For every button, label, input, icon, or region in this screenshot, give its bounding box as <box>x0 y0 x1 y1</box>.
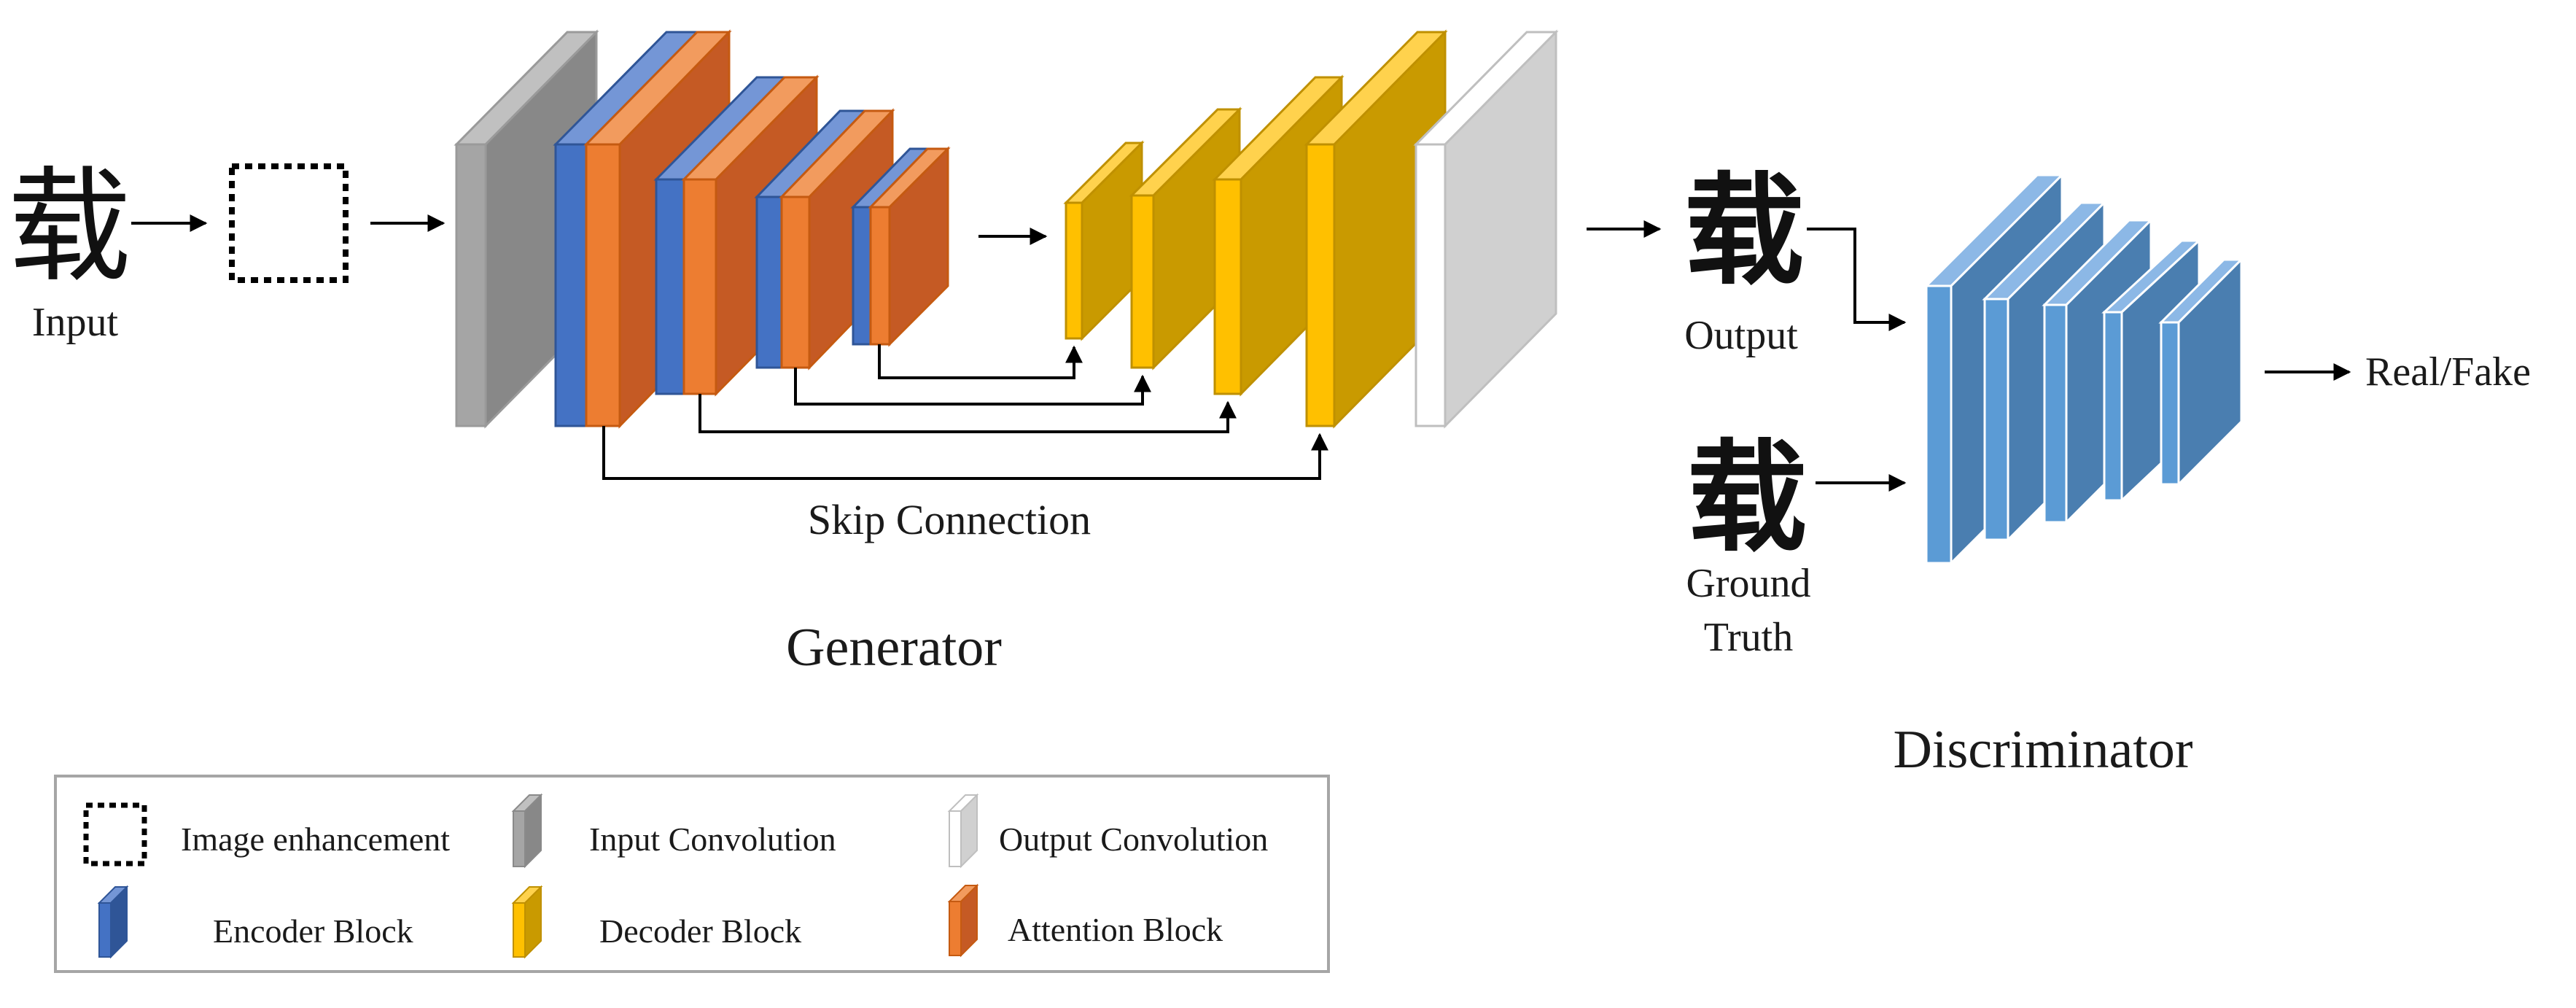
attention-block-4 <box>868 146 951 347</box>
legend-input-convolution-icon <box>511 793 543 869</box>
ground-truth-character: 载 <box>1687 427 1808 568</box>
legend-decoder-block-label: Decoder Block <box>599 912 801 950</box>
generator: Skip Connection Generator <box>454 29 1559 678</box>
input-character: 载 <box>7 155 131 300</box>
skip-connections <box>602 344 1328 480</box>
legend: Image enhancement Input Convolution Outp… <box>54 775 1330 973</box>
output-label: Output <box>1684 313 1798 358</box>
legend-frame <box>54 775 1330 973</box>
legend-output-convolution-icon <box>947 793 979 869</box>
ground-truth-label-line1: Ground <box>1686 561 1810 606</box>
skip-connection-label: Skip Connection <box>808 496 1091 543</box>
output-convolution-block <box>1413 29 1559 429</box>
discriminator-title: Discriminator <box>1893 720 2192 780</box>
skip-connection-1 <box>602 426 1328 480</box>
legend-encoder-block-icon <box>97 885 129 959</box>
legend-output-convolution-label: Output Convolution <box>999 821 1268 858</box>
legend-decoder-block-icon <box>511 885 543 959</box>
attention-block-3 <box>779 108 895 371</box>
legend-image-enhancement-icon <box>83 802 147 867</box>
discriminator: Discriminator <box>1893 172 2244 780</box>
image-enhancement-box <box>229 163 349 283</box>
skip-connection-2 <box>699 394 1237 433</box>
skip-connection-4 <box>878 344 1083 379</box>
input-label: Input <box>32 300 119 345</box>
decoder-block-1 <box>1063 140 1145 341</box>
ground-truth-label-line2: Truth <box>1704 615 1793 660</box>
legend-attention-block-icon <box>947 883 979 958</box>
encoder-block-4 <box>850 147 930 346</box>
legend-encoder-block-label: Encoder Block <box>213 912 413 950</box>
output-character: 载 <box>1684 160 1805 301</box>
skip-connection-3 <box>794 368 1151 406</box>
discriminator-layer-5 <box>2158 257 2244 487</box>
legend-attention-block-label: Attention Block <box>1008 911 1223 948</box>
arrow-output-to-discriminator <box>1807 228 1907 331</box>
legend-input-convolution-label: Input Convolution <box>589 821 836 858</box>
encoder-block-2 <box>653 76 787 395</box>
generator-title: Generator <box>786 618 1002 678</box>
real-fake-label: Real/Fake <box>2365 349 2531 395</box>
legend-image-enhancement-label: Image enhancement <box>181 821 450 858</box>
encoder-block-3 <box>754 109 868 369</box>
